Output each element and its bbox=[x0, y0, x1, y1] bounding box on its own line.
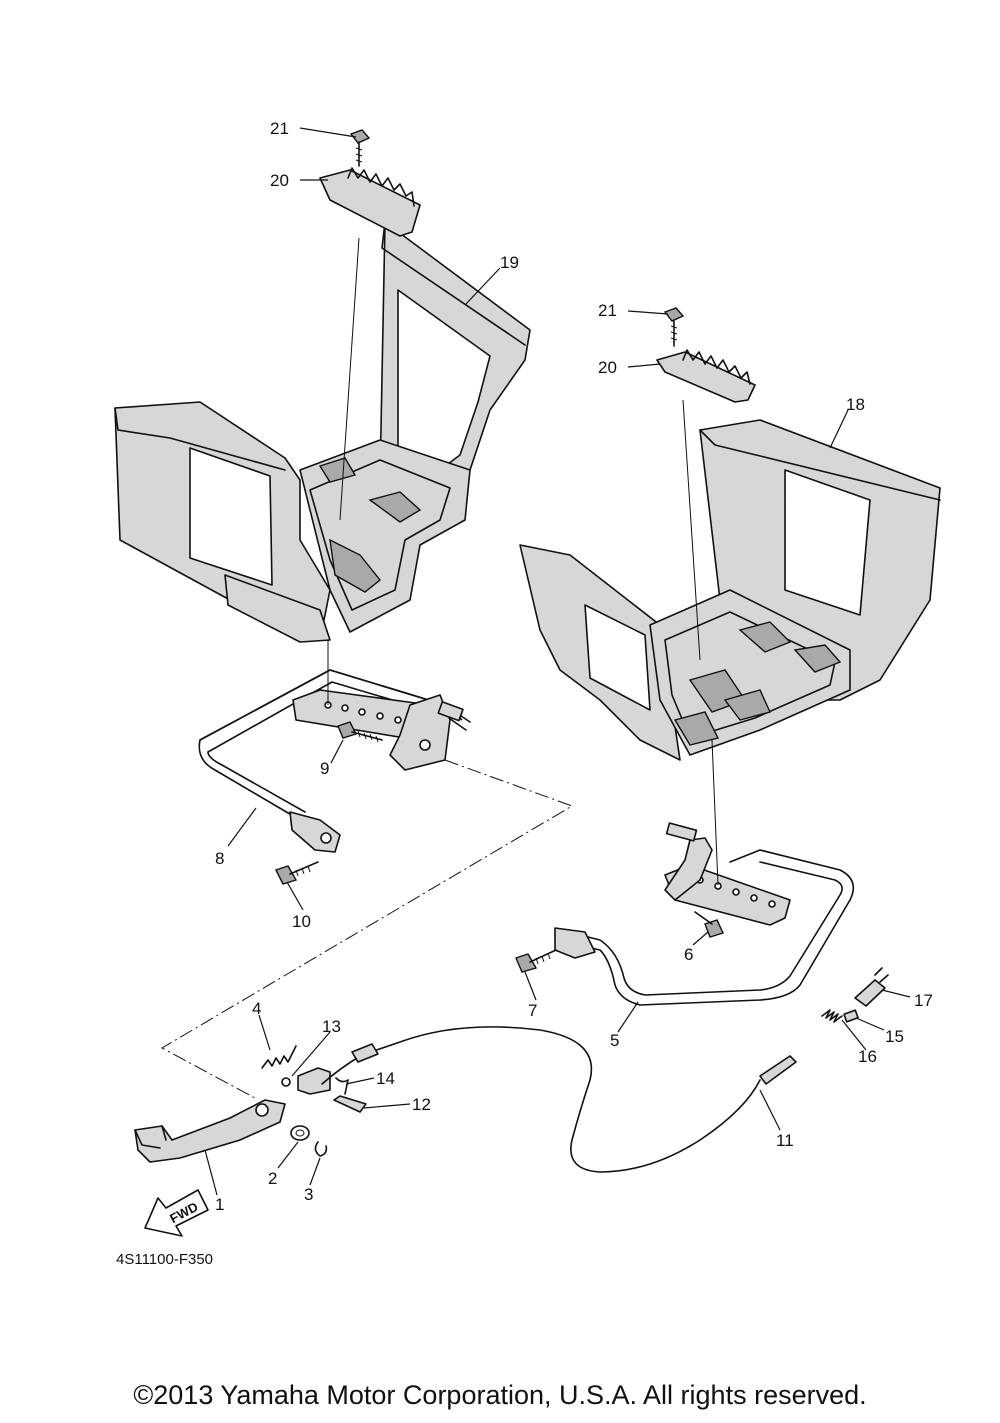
bolt-10 bbox=[275, 861, 319, 885]
copyright-notice: ©2013 Yamaha Motor Corporation, U.S.A. A… bbox=[133, 1380, 867, 1410]
leader-lines bbox=[204, 127, 911, 1196]
spring-4 bbox=[261, 1045, 297, 1069]
pin-14 bbox=[335, 1077, 349, 1095]
clevis-13 bbox=[281, 1067, 331, 1095]
flange-bolt-right bbox=[663, 307, 685, 347]
callout-6: 6 bbox=[684, 945, 693, 964]
callout-14: 14 bbox=[376, 1069, 395, 1088]
callout-16: 16 bbox=[858, 1047, 877, 1066]
callout-4: 4 bbox=[252, 999, 261, 1018]
callout-13: 13 bbox=[322, 1017, 341, 1036]
callout-9: 9 bbox=[320, 759, 329, 778]
brake-pedal bbox=[134, 1099, 286, 1163]
footrest-panel-left bbox=[114, 221, 531, 643]
callout-21-left: 21 bbox=[270, 119, 289, 138]
callout-8: 8 bbox=[215, 849, 224, 868]
bolt-7 bbox=[515, 949, 557, 973]
joint-17 bbox=[854, 967, 889, 1007]
callout-20-left: 20 bbox=[270, 171, 289, 190]
callout-12: 12 bbox=[412, 1095, 431, 1114]
callout-15: 15 bbox=[885, 1027, 904, 1046]
callout-1: 1 bbox=[215, 1195, 224, 1214]
callout-18: 18 bbox=[846, 395, 865, 414]
brake-cable bbox=[321, 1026, 797, 1173]
flange-bolt-left bbox=[349, 129, 371, 167]
callout-10: 10 bbox=[292, 912, 311, 931]
bracket-left bbox=[198, 669, 471, 853]
clip-3 bbox=[314, 1141, 328, 1157]
callout-7: 7 bbox=[528, 1001, 537, 1020]
washer-2 bbox=[290, 1125, 310, 1141]
callout-17: 17 bbox=[914, 991, 933, 1010]
collar-15 bbox=[843, 1009, 859, 1023]
bolt-9 bbox=[337, 721, 383, 743]
callout-labels: 21 20 19 21 20 18 9 8 10 6 7 5 17 15 16 … bbox=[215, 119, 933, 1214]
footrest-pad-right bbox=[656, 349, 756, 403]
bolt-6 bbox=[694, 911, 724, 938]
callout-5: 5 bbox=[610, 1031, 619, 1050]
bracket-right bbox=[554, 822, 855, 1006]
callout-3: 3 bbox=[304, 1185, 313, 1204]
callout-20-right: 20 bbox=[598, 358, 617, 377]
callout-21-right: 21 bbox=[598, 301, 617, 320]
fwd-arrow-icon: FWD bbox=[144, 1189, 209, 1237]
reference-code: 4S11100-F350 bbox=[116, 1251, 213, 1268]
footrest-pad-left bbox=[319, 167, 421, 237]
spring-16 bbox=[821, 1009, 843, 1023]
pin-12 bbox=[333, 1095, 367, 1113]
callout-2: 2 bbox=[268, 1169, 277, 1188]
callout-19: 19 bbox=[500, 253, 519, 272]
callout-11: 11 bbox=[776, 1131, 794, 1150]
footrest-panel-right bbox=[519, 419, 941, 761]
